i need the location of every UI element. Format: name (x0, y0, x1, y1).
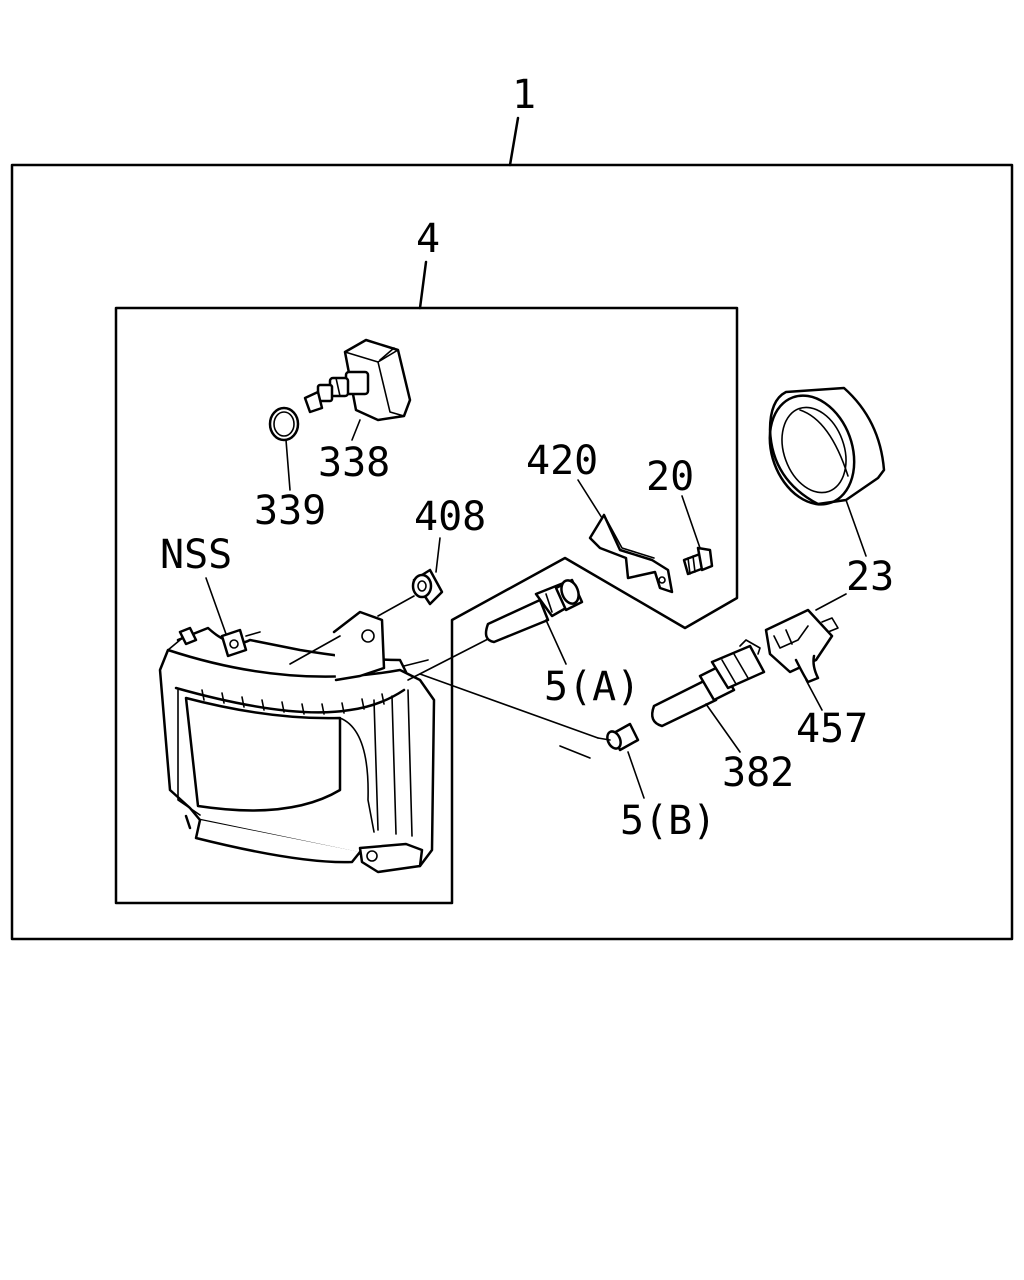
guide-5b (419, 673, 599, 739)
label-338: 338 (318, 440, 390, 486)
leader-420 (577, 479, 603, 519)
guide-408 (377, 595, 415, 617)
screw-icon (682, 546, 714, 576)
bracket-icon (588, 513, 674, 594)
guide-ring (815, 593, 847, 611)
leader-nss (205, 577, 227, 635)
leader-339 (285, 439, 291, 491)
label-assembly-1: 1 (512, 72, 536, 118)
socket-icon (651, 639, 766, 728)
label-23: 23 (846, 554, 894, 600)
guide-5a (407, 637, 491, 681)
label-457: 457 (796, 706, 868, 752)
o-ring-icon (268, 406, 300, 442)
label-382: 382 (722, 750, 794, 796)
bulb-a-icon (484, 578, 584, 644)
leader-338 (351, 419, 361, 441)
assembly-frame (10, 163, 1014, 941)
leader-20 (681, 495, 701, 549)
label-5b: 5(B) (620, 798, 716, 844)
sub-assembly-leader (418, 260, 428, 310)
connector-icon (764, 608, 839, 684)
dash-5b (597, 737, 611, 741)
leader-457 (805, 679, 823, 711)
guide-frame-notch (403, 659, 429, 667)
headlamp-housing-icon (158, 610, 436, 874)
label-420: 420 (526, 438, 598, 484)
assembly-leader (508, 116, 520, 167)
label-sub-assembly-4: 4 (416, 216, 440, 262)
grommet-icon (411, 568, 444, 606)
leader-5b (627, 751, 645, 799)
label-5a: 5(A) (544, 664, 640, 710)
label-339: 339 (254, 488, 326, 534)
leader-382 (705, 703, 741, 753)
label-20: 20 (646, 454, 694, 500)
label-nss: NSS (160, 532, 232, 578)
leader-23 (845, 499, 867, 557)
bezel-ring-icon (768, 386, 886, 506)
bulb-b-icon (606, 722, 640, 752)
leader-408 (435, 537, 441, 573)
sub-assembly-frame (114, 306, 739, 905)
actuator-motor-icon (303, 338, 412, 422)
label-408: 408 (414, 494, 486, 540)
leader-5a (545, 619, 567, 665)
guide-5b-frame (559, 745, 591, 759)
guide-housing (289, 635, 341, 665)
